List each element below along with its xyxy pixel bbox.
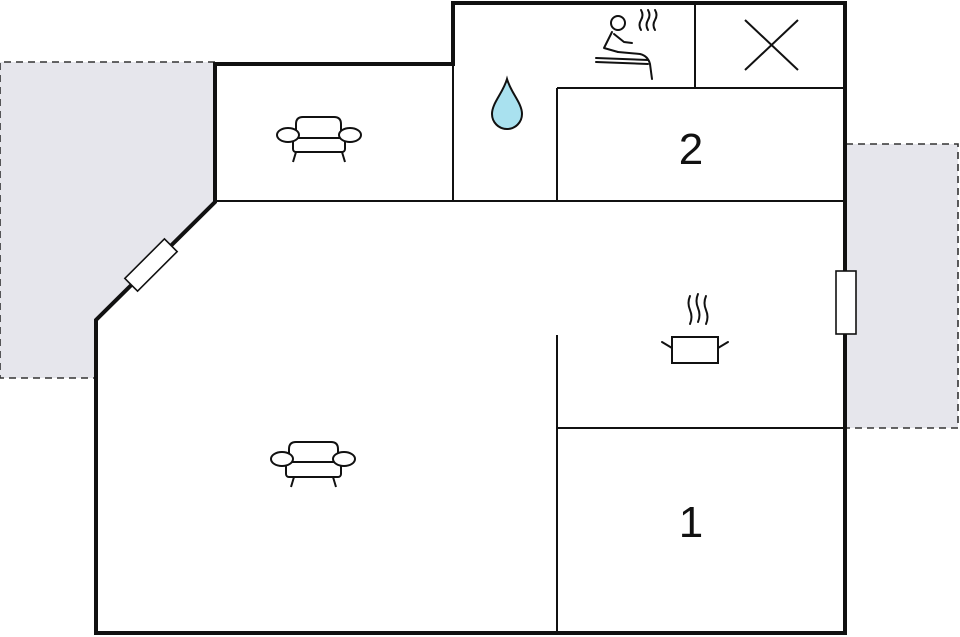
room-2-label: 2	[679, 125, 703, 174]
terraces	[0, 61, 959, 429]
interior-walls	[215, 3, 845, 633]
kitchen-pot-icon	[661, 293, 729, 364]
window-diagonal	[123, 237, 179, 293]
armchair-icon	[276, 116, 362, 163]
storage-cross-icon	[744, 19, 799, 71]
window-right	[835, 270, 857, 335]
terrace-right	[846, 144, 958, 428]
terrace-left	[0, 62, 215, 378]
terrace-left-outline	[0, 61, 215, 379]
sauna-icon	[595, 9, 658, 80]
sofa-icon	[270, 441, 356, 488]
room-1-label: 1	[679, 498, 703, 547]
windows	[123, 237, 857, 335]
terrace-right-outline	[846, 143, 959, 429]
water-drop-icon	[490, 75, 524, 130]
